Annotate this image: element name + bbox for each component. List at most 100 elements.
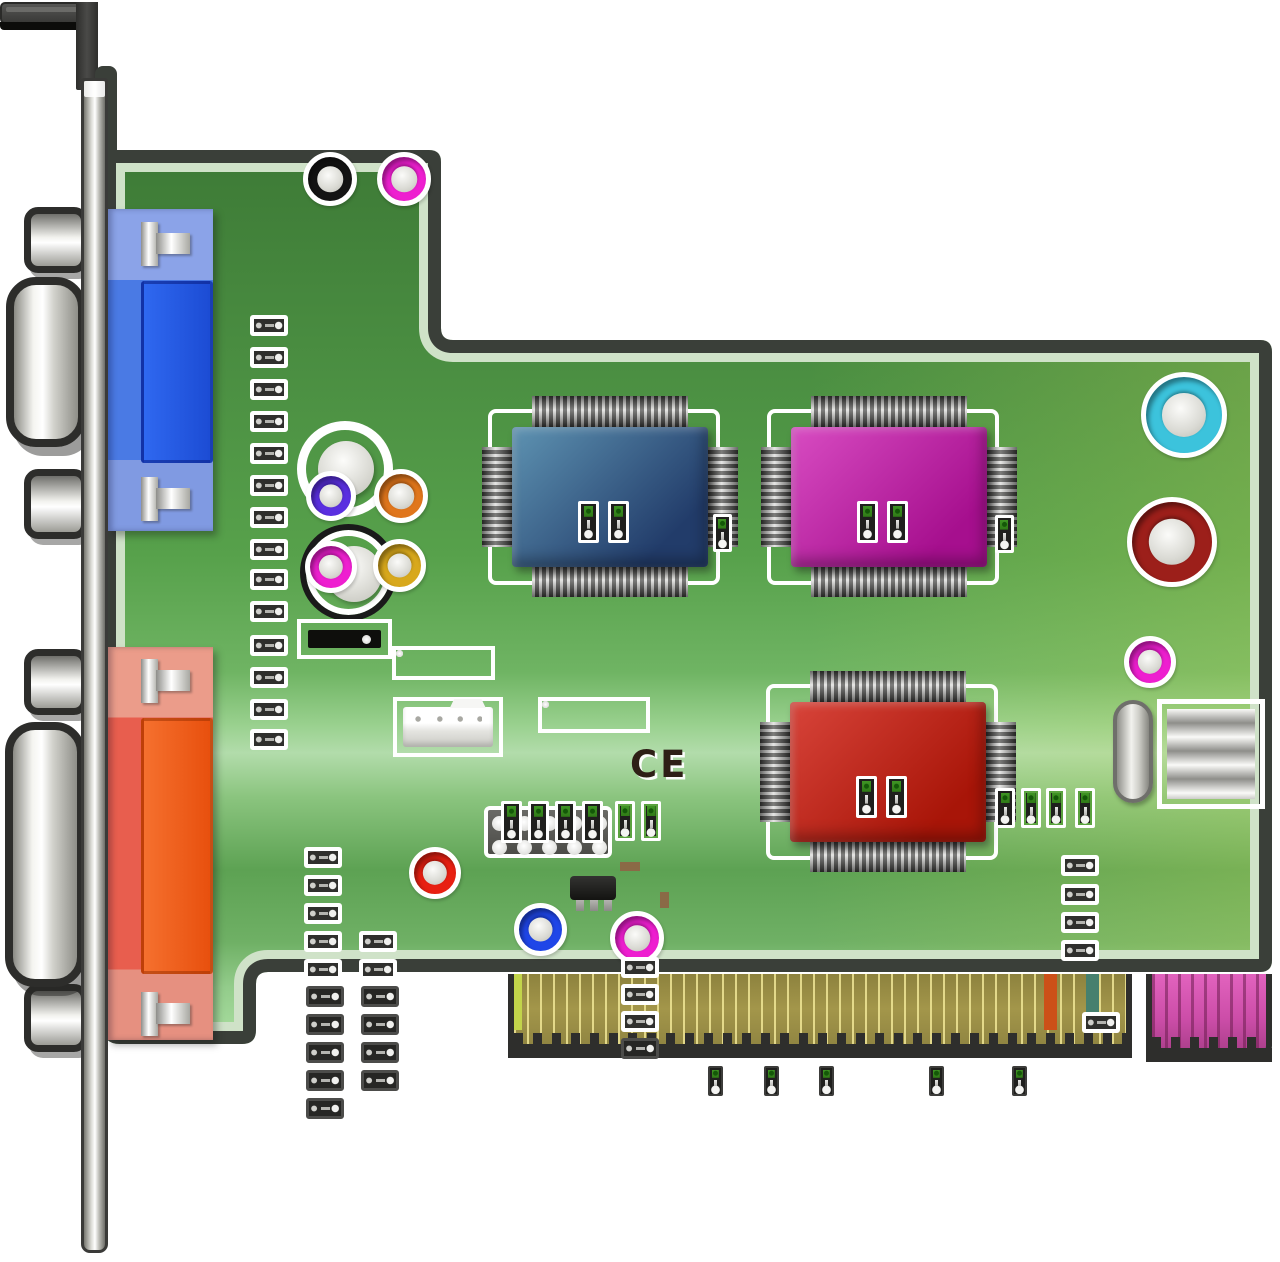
transistor-leg <box>576 899 584 911</box>
diode-marks <box>531 804 546 840</box>
chip-magenta <box>791 427 987 567</box>
audio-jack <box>377 152 431 206</box>
chip-red <box>790 702 986 842</box>
smd-resistor <box>306 1014 344 1035</box>
diode-marks <box>716 517 729 549</box>
resistor-marks <box>254 543 284 556</box>
audio-jack <box>610 911 664 965</box>
dsub-screw-post <box>24 984 88 1052</box>
resistor-marks <box>363 963 393 976</box>
resistor-marks <box>625 988 655 1001</box>
chip-pins-bottom <box>811 566 967 597</box>
audio-jack <box>409 847 461 899</box>
pci-edge-connector-gold <box>508 974 1132 1058</box>
dsub-shell-bottom <box>5 722 85 987</box>
bracket-top-highlight <box>6 7 84 12</box>
smd-diode <box>1012 1066 1027 1096</box>
jack-center <box>1148 518 1196 566</box>
jack-center <box>624 925 650 951</box>
chip-pins-left <box>482 447 512 547</box>
smd-resistor <box>621 984 659 1005</box>
diode-marks <box>889 779 904 815</box>
capacitor-capsule <box>1113 700 1153 803</box>
smd-resistor <box>250 699 288 720</box>
jumper <box>501 801 522 843</box>
smd-diode <box>1046 788 1066 828</box>
crystal-body <box>1167 709 1255 799</box>
port-red-inset <box>141 718 213 974</box>
diode-marks <box>931 1068 942 1094</box>
diode-marks <box>1014 1068 1025 1094</box>
port-screw-arm <box>156 233 190 254</box>
resistor-marks <box>254 351 284 364</box>
smd-resistor <box>306 986 344 1007</box>
audio-jack <box>306 471 356 521</box>
diode-marks <box>859 779 874 815</box>
jack-center <box>319 484 343 508</box>
smd-resistor <box>306 1042 344 1063</box>
resistor-marks <box>364 1073 396 1088</box>
chip-pins-top <box>811 396 967 427</box>
jack-center <box>528 917 553 942</box>
smd-resistor <box>1061 855 1099 876</box>
smd-resistor <box>359 959 397 980</box>
bracket-top-shadow <box>0 22 86 30</box>
port-screw <box>141 477 158 521</box>
smd-resistor <box>250 667 288 688</box>
pin-header-4 <box>538 697 650 733</box>
diode-marks <box>766 1068 777 1094</box>
diode-marks <box>998 791 1012 825</box>
jumper-block <box>297 619 392 659</box>
diode-marks <box>1049 791 1063 825</box>
resistor-marks <box>254 605 284 618</box>
audio-jack <box>303 152 357 206</box>
jack-center <box>317 166 343 192</box>
smd-diode <box>1021 788 1041 828</box>
chip-pins-top <box>532 396 688 427</box>
smd-resistor <box>304 903 342 924</box>
resistor-marks <box>309 1045 341 1060</box>
smd-resistor <box>621 1038 659 1059</box>
smd-resistor <box>621 957 659 978</box>
pin-hole <box>567 840 582 855</box>
resistor-marks <box>308 963 338 976</box>
resistor-marks <box>1065 859 1095 872</box>
port-blue-inset <box>141 281 213 463</box>
diode-marks <box>890 504 905 540</box>
pin-hole <box>492 840 507 855</box>
chip-jumper <box>608 501 629 543</box>
jumper-block-body <box>308 630 381 648</box>
audio-jack <box>1127 497 1217 587</box>
jack-center <box>318 554 344 580</box>
connector-teeth <box>1152 1037 1266 1048</box>
audio-jack <box>374 469 428 523</box>
connector-left-stripe <box>514 974 522 1030</box>
chip-jumper <box>857 501 878 543</box>
diode-marks <box>821 1068 832 1094</box>
solder-pad <box>660 892 669 908</box>
chip-blue <box>512 427 708 567</box>
smd-diode <box>615 801 635 841</box>
port-screw <box>141 659 158 703</box>
smd-diode <box>995 788 1015 828</box>
diode-marks <box>644 804 658 838</box>
edge-connector-magenta <box>1146 974 1272 1062</box>
smd-resistor <box>250 539 288 560</box>
smd-diode <box>764 1066 779 1096</box>
smd-resistor <box>1061 912 1099 933</box>
smd-resistor <box>361 1014 399 1035</box>
smd-resistor <box>250 475 288 496</box>
diode-marks <box>998 518 1011 550</box>
chip-jumper <box>886 776 907 818</box>
chip-pins-top <box>810 671 966 702</box>
diode-marks <box>585 804 600 840</box>
smd-resistor <box>361 1042 399 1063</box>
jumper-block-pin <box>361 634 371 644</box>
resistor-marks <box>254 447 284 460</box>
jumper <box>555 801 576 843</box>
port-screw-arm <box>156 1003 190 1024</box>
connector-orange-stripe <box>1044 974 1057 1030</box>
pin-hole <box>542 840 557 855</box>
